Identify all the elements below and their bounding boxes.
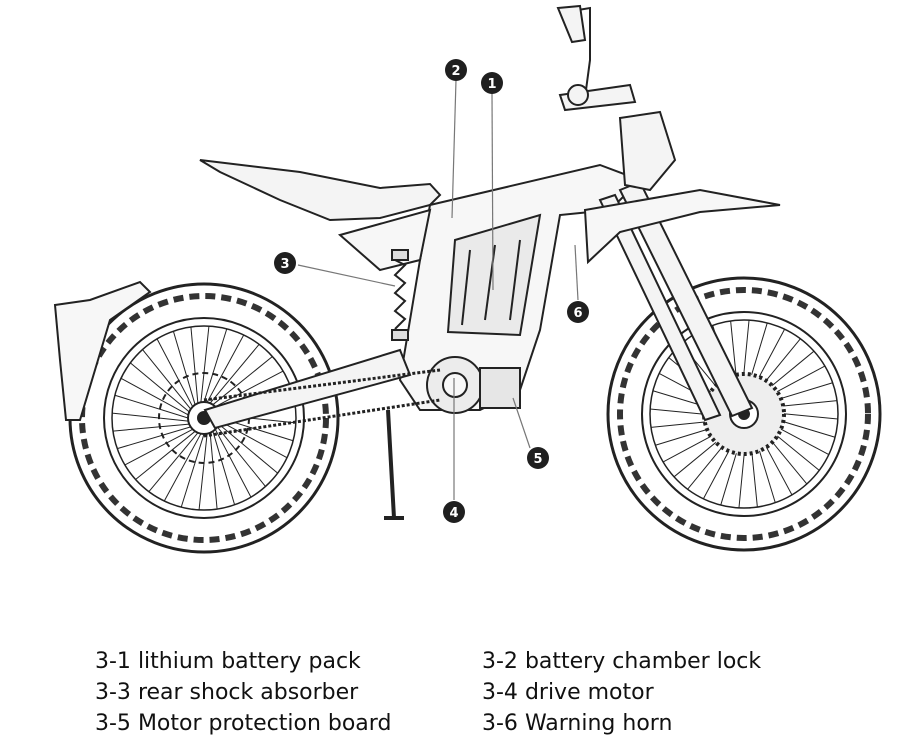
legend-code: 3-6	[482, 711, 518, 736]
spoke	[209, 432, 218, 510]
svg-text:4: 4	[449, 506, 458, 521]
rear-fender	[53, 280, 152, 421]
front-fork	[598, 180, 754, 422]
legend-item-3-6: 3-6 Warning horn	[482, 710, 672, 738]
callout-3: 3	[274, 252, 296, 274]
spoke	[190, 326, 199, 404]
spoke	[124, 428, 193, 466]
seat	[199, 159, 442, 222]
callout-6: 6	[567, 301, 589, 323]
legend-code: 3-1	[95, 649, 131, 674]
spoke	[209, 344, 260, 404]
spoke	[142, 349, 192, 410]
spoke	[130, 362, 190, 413]
callout-4: 4	[443, 501, 465, 523]
rear-wheel	[68, 282, 340, 554]
legend-item-3-4: 3-4 drive motor	[482, 679, 654, 707]
legend-code: 3-5	[95, 711, 131, 736]
rear-shock	[391, 249, 409, 341]
front-fender	[583, 188, 781, 265]
spoke	[212, 356, 273, 406]
spoke	[218, 423, 278, 474]
spoke	[203, 328, 228, 403]
spoke	[206, 334, 245, 403]
legend-label: Motor protection board	[137, 711, 392, 736]
spoke	[198, 433, 208, 510]
legend-item-3-2: 3-2 battery chamber lock	[482, 648, 761, 676]
legend-label: rear shock absorber	[137, 680, 359, 705]
spoke	[156, 338, 194, 407]
spoke	[112, 423, 190, 432]
motorcycle-diagram: 1 2 3 4 5 6	[53, 4, 882, 554]
spoke	[114, 394, 189, 419]
legend-item-3-5: 3-5 Motor protection board	[95, 710, 391, 738]
spoke	[163, 433, 202, 502]
svg-text:2: 2	[451, 64, 460, 79]
legend-code: 3-4	[482, 680, 518, 705]
svg-text:3: 3	[280, 257, 289, 272]
svg-text:5: 5	[533, 452, 542, 467]
spoke	[216, 426, 266, 487]
leader-lines	[297, 79, 579, 500]
front-wheel	[606, 276, 882, 552]
spoke	[135, 430, 196, 480]
spoke	[212, 431, 236, 505]
svg-text:6: 6	[573, 306, 582, 321]
handlebar	[556, 4, 637, 112]
callout-1: 1	[481, 72, 503, 94]
spoke	[148, 432, 199, 492]
callout-2: 2	[445, 59, 467, 81]
spoke	[120, 377, 189, 416]
spoke	[112, 412, 189, 422]
legend-label: Warning horn	[524, 711, 673, 736]
legend-label: battery chamber lock	[524, 649, 762, 674]
svg-text:1: 1	[487, 77, 496, 92]
swingarm	[203, 348, 412, 430]
spoke	[215, 370, 284, 408]
legend-code: 3-2	[482, 649, 518, 674]
spoke	[219, 420, 288, 459]
headlight	[618, 110, 677, 192]
motor	[426, 356, 521, 414]
spoke	[117, 426, 191, 450]
parts-legend: 3-1 lithium battery pack 3-2 battery cha…	[0, 646, 900, 749]
legend-label: drive motor	[524, 680, 654, 705]
spoke	[172, 331, 196, 405]
spoke	[214, 429, 252, 498]
legend-code: 3-3	[95, 680, 131, 705]
kickstand	[384, 409, 404, 520]
legend-label: lithium battery pack	[137, 649, 361, 674]
spoke	[200, 326, 210, 403]
spoke	[180, 433, 205, 508]
callout-5: 5	[527, 447, 549, 469]
legend-item-3-1: 3-1 lithium battery pack	[95, 648, 361, 676]
legend-item-3-3: 3-3 rear shock absorber	[95, 679, 358, 707]
